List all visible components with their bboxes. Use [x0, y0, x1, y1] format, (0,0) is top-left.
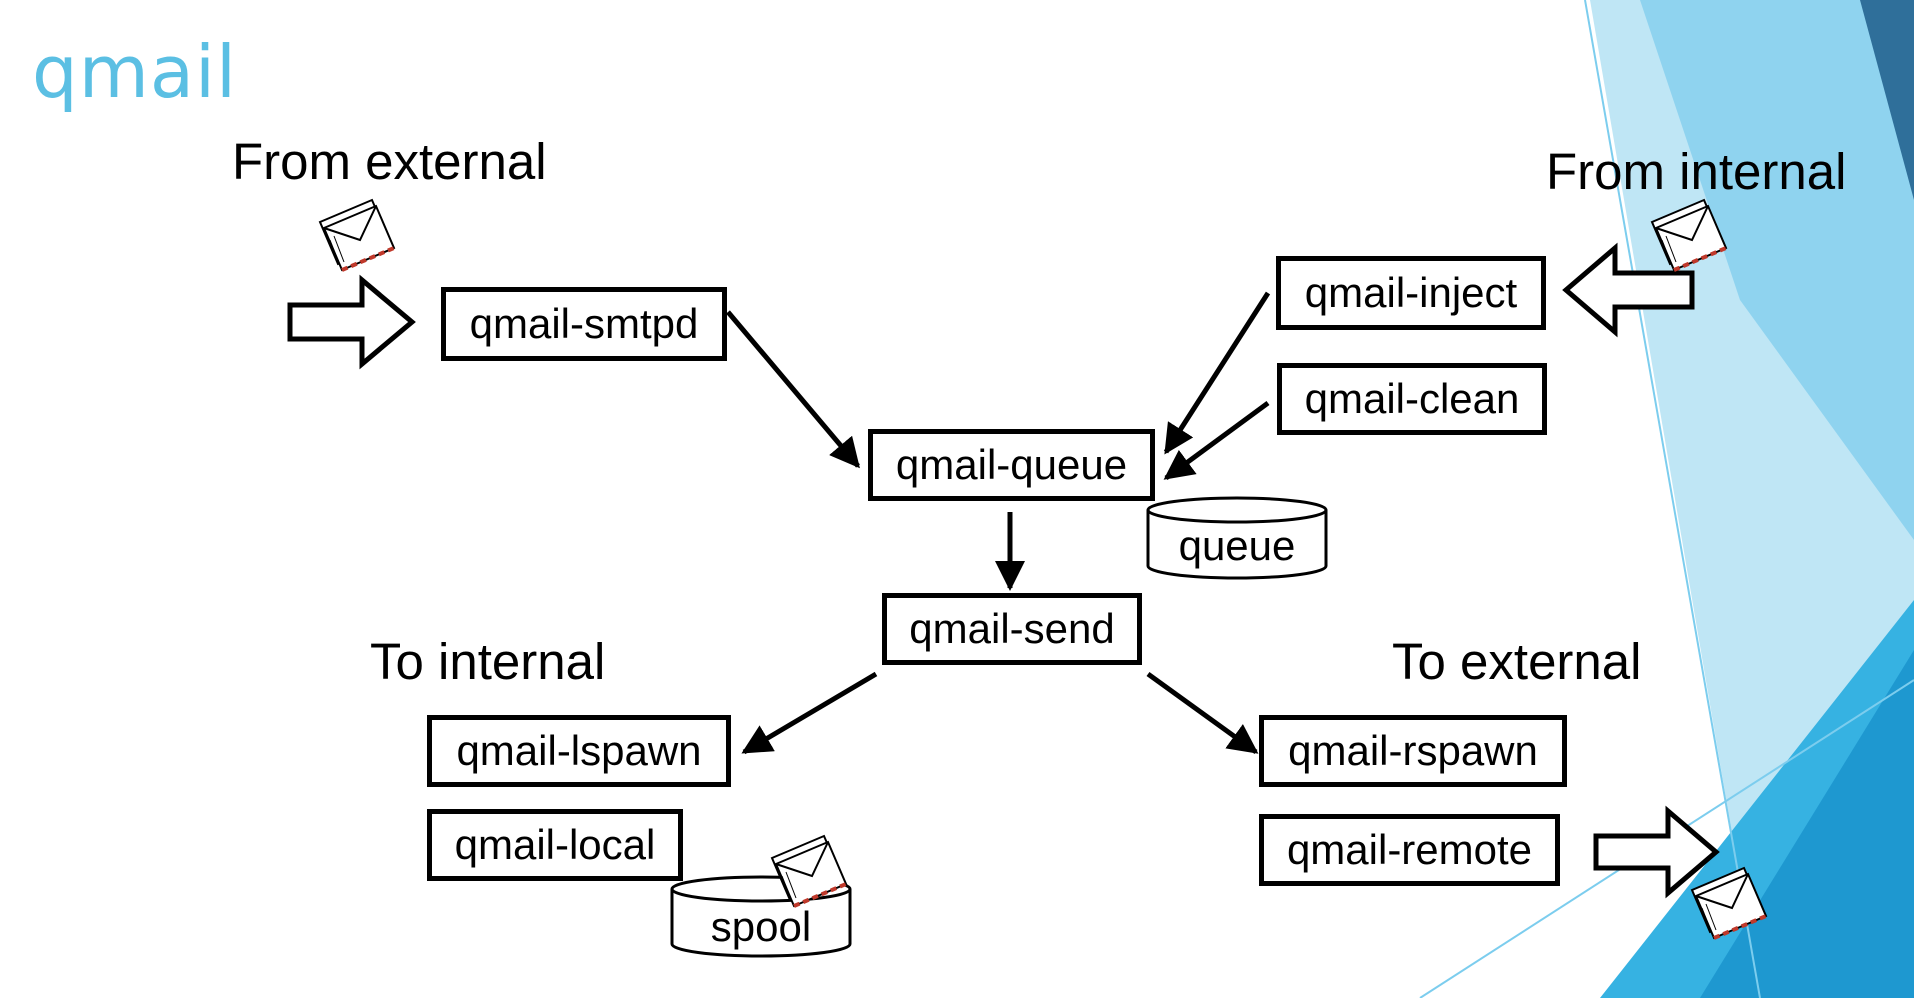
block-arrow-out-external: [1593, 805, 1720, 899]
box-qmail-rspawn: qmail-rspawn: [1259, 715, 1567, 787]
mail-envelope-icon: [318, 198, 396, 272]
arrow-clean-to-queue: [1163, 400, 1270, 481]
arrow-send-to-lspawn: [741, 671, 878, 755]
block-arrow-in-internal: [1562, 242, 1695, 338]
box-qmail-send: qmail-send: [882, 593, 1142, 665]
queue-storage-cylinder: [1146, 496, 1328, 580]
label-to-internal: To internal: [370, 633, 606, 690]
box-qmail-local: qmail-local: [427, 809, 683, 881]
store-spool-label: spool: [710, 903, 812, 950]
decor-triangle-darkest: [1860, 0, 1914, 200]
arrow-inject-to-queue: [1163, 291, 1271, 455]
arrow-smtpd-to-queue: [726, 310, 860, 469]
label-from-external: From external: [232, 133, 547, 190]
store-queue-label: queue: [1178, 522, 1296, 569]
box-qmail-lspawn: qmail-lspawn: [427, 715, 731, 787]
box-qmail-remote: qmail-remote: [1259, 814, 1560, 886]
label-to-external: To external: [1392, 633, 1642, 690]
decor-line-1: [1584, 0, 1761, 998]
box-qmail-clean: qmail-clean: [1277, 363, 1547, 435]
mail-envelope-icon: [1650, 198, 1728, 272]
decor-triangle-mid: [1640, 0, 1914, 540]
box-qmail-smtpd: qmail-smtpd: [441, 287, 727, 361]
mail-envelope-icon: [1690, 866, 1768, 940]
box-qmail-inject: qmail-inject: [1276, 256, 1546, 330]
label-from-internal: From internal: [1546, 143, 1847, 200]
box-qmail-queue: qmail-queue: [868, 429, 1155, 501]
arrow-send-to-rspawn: [1146, 671, 1259, 755]
block-arrow-in-external: [287, 274, 416, 370]
slide-title: qmail: [32, 30, 237, 114]
